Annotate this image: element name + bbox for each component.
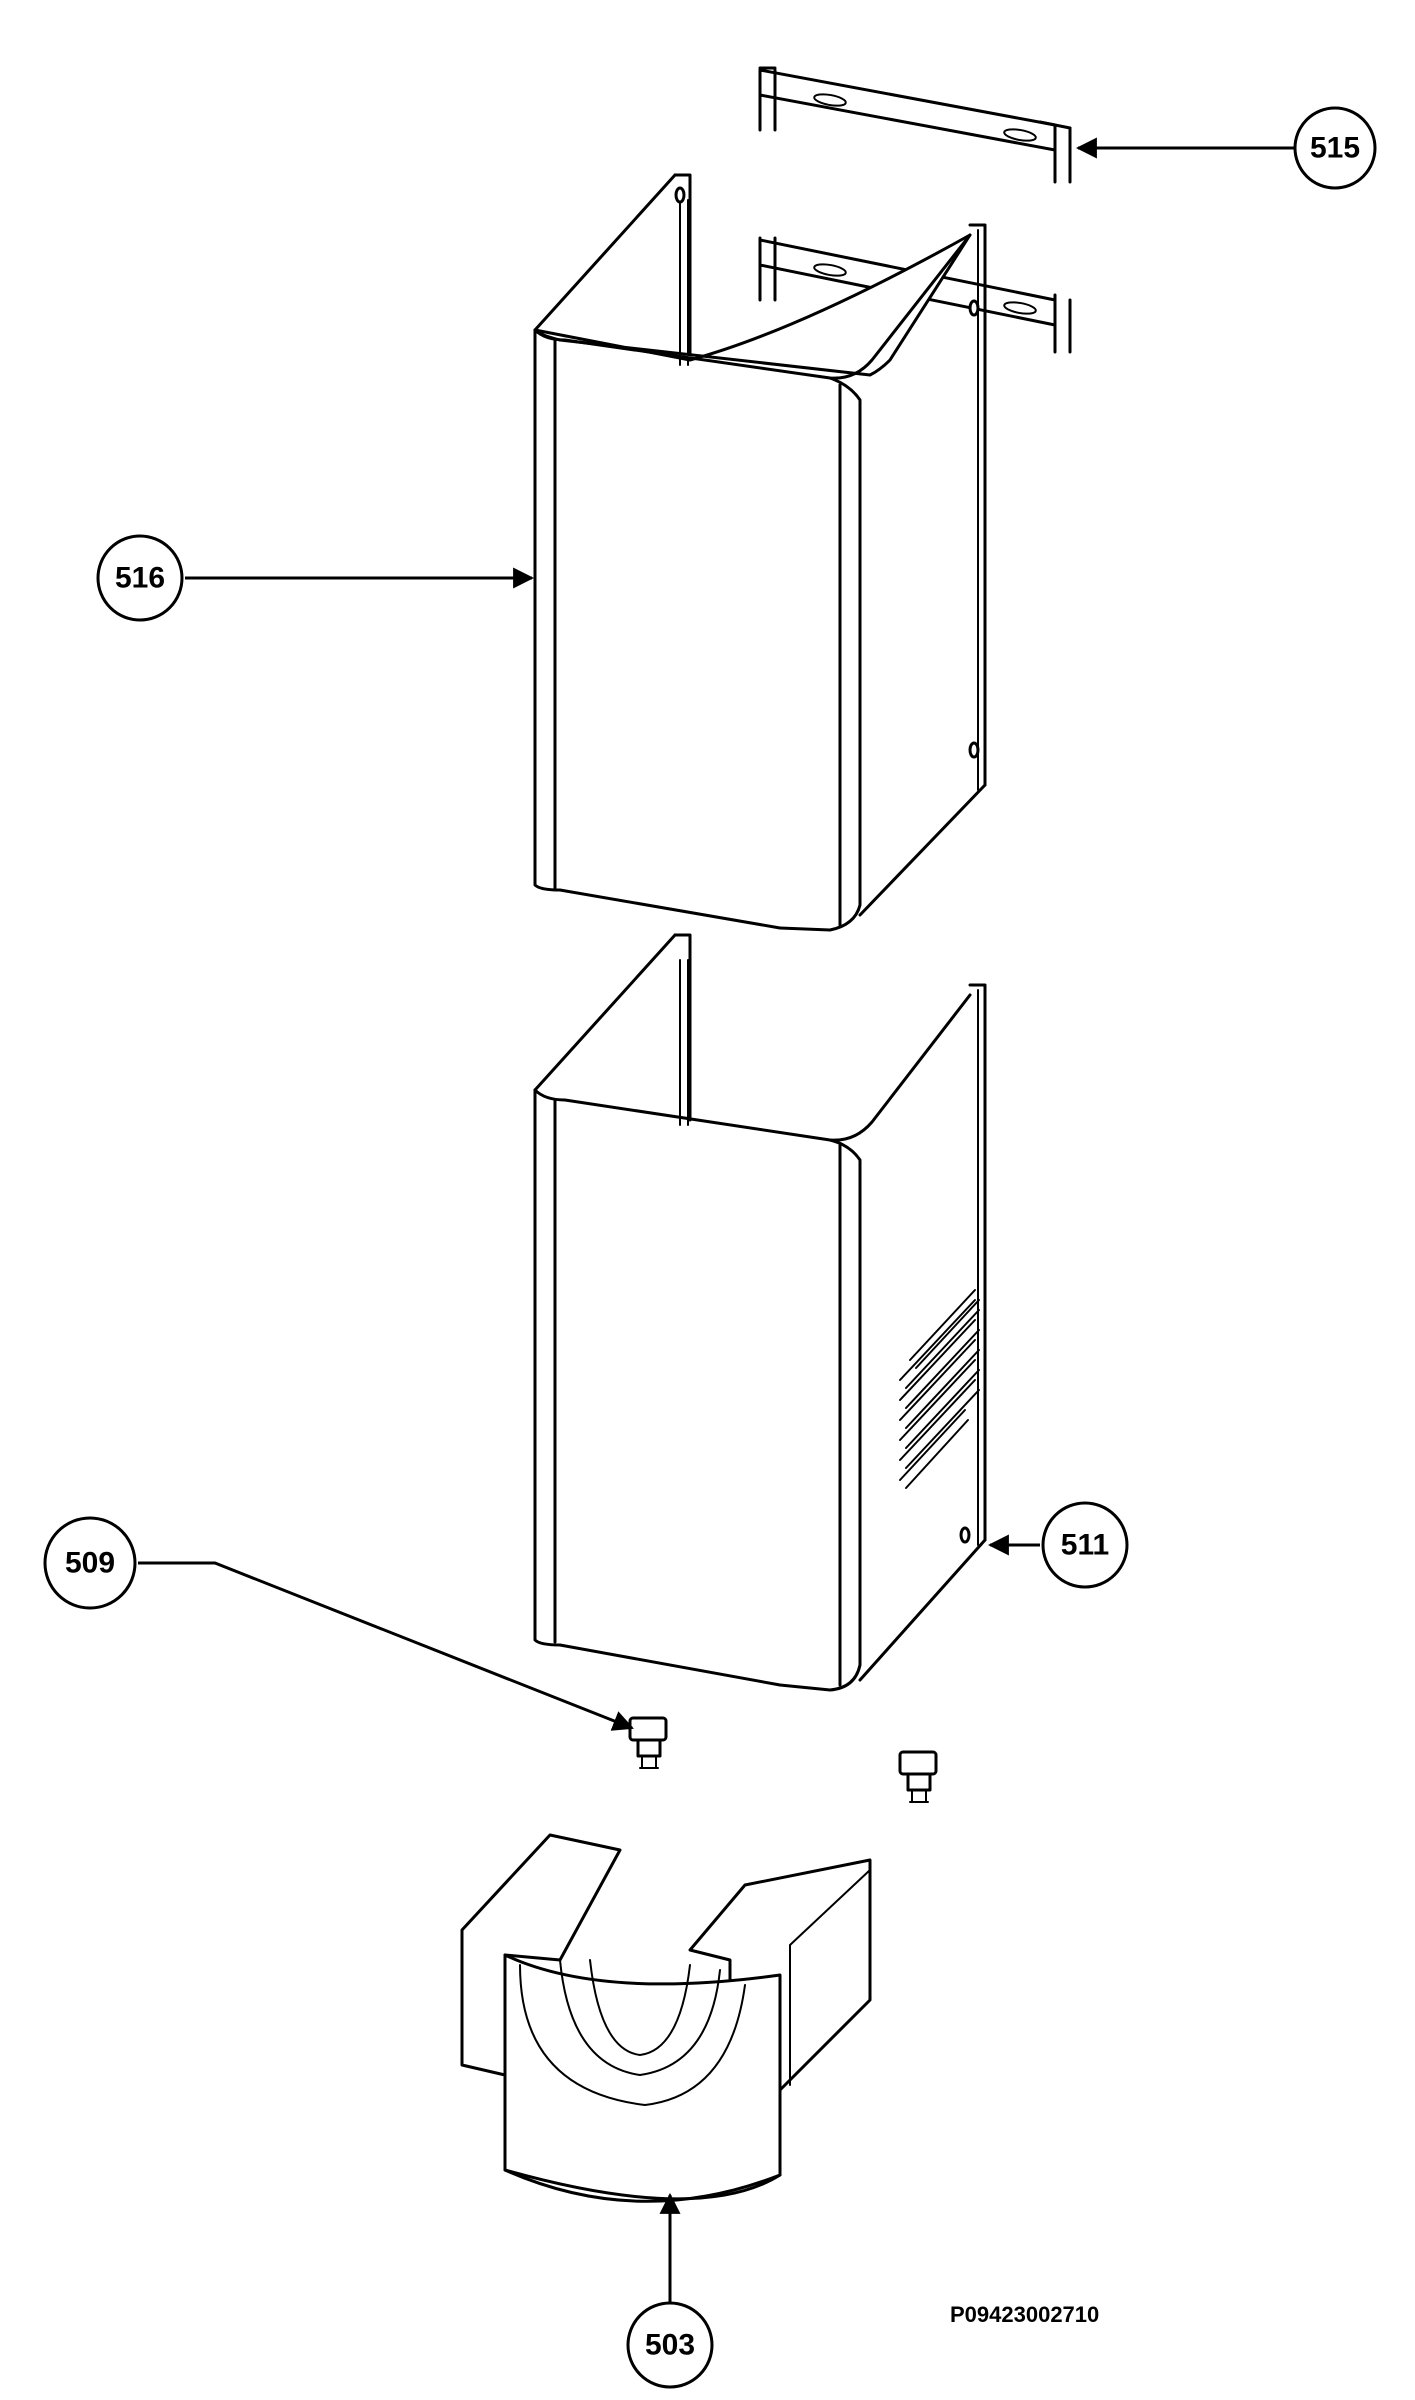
- callout-516: 516: [96, 534, 184, 622]
- callout-511: 511: [1041, 1501, 1129, 1589]
- drawing-id: P09423002710: [950, 2302, 1099, 2327]
- svg-text:511: 511: [1061, 1529, 1109, 1562]
- callout-509: 509: [43, 1516, 137, 1610]
- svg-text:516: 516: [115, 562, 165, 595]
- upper-chimney-cover-part: [533, 173, 987, 932]
- vent-slots: [899, 1289, 980, 1489]
- svg-text:503: 503: [645, 2329, 695, 2362]
- callout-515: 515: [1293, 106, 1377, 190]
- lower-chimney-cover-part: [533, 933, 987, 1692]
- svg-text:509: 509: [65, 1547, 115, 1580]
- leader-509: [138, 1561, 634, 1731]
- callout-503: 503: [626, 2301, 714, 2389]
- clip-left-part: [628, 1716, 668, 1769]
- duct-adapter-part: [460, 1833, 872, 2203]
- bracket-upper-part: [758, 66, 1072, 184]
- clip-right-part: [898, 1750, 938, 1803]
- svg-text:515: 515: [1310, 132, 1360, 165]
